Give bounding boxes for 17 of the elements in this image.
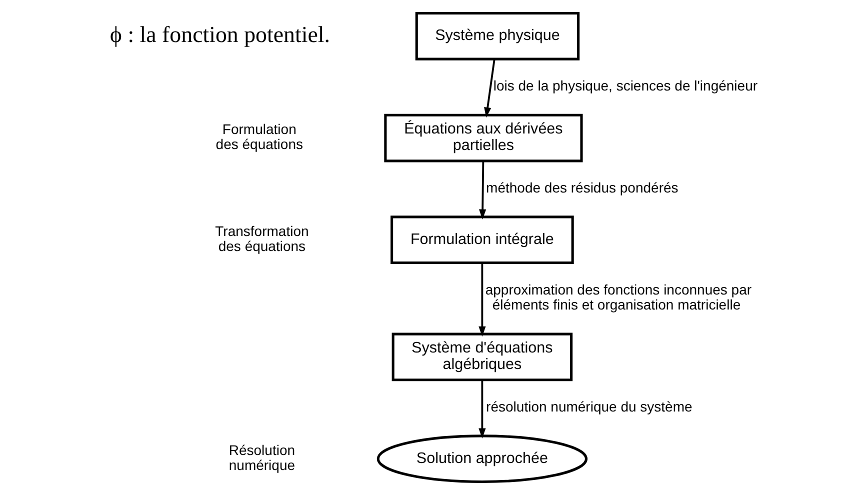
node-ellipse: Solution approchée bbox=[376, 434, 588, 484]
label: Transformation des équations bbox=[214, 222, 308, 254]
edge-label: lois de la physique, sciences de l'ingénieur bbox=[492, 78, 758, 94]
node-box: Système d'équations algébriques bbox=[391, 332, 572, 382]
arrow bbox=[478, 380, 486, 438]
arrow bbox=[478, 263, 486, 337]
arrow bbox=[484, 59, 495, 118]
edge-label: approximation des fonctions inconnues par éléments finis et organisation matricielle bbox=[484, 281, 752, 313]
label: Résolution numérique bbox=[228, 442, 295, 474]
arrow bbox=[478, 161, 486, 220]
node-box: Formulation intégrale bbox=[390, 216, 574, 264]
node-box: Équations aux dérivées partielles bbox=[384, 114, 582, 162]
edge-label: méthode des résidus pondérés bbox=[486, 180, 678, 196]
label: ϕ : la fonction potentiel. bbox=[109, 22, 330, 47]
label: Formulation des équations bbox=[215, 120, 303, 152]
node-box: Système physique bbox=[414, 12, 580, 60]
edge-label: résolution numérique du système bbox=[486, 398, 692, 414]
